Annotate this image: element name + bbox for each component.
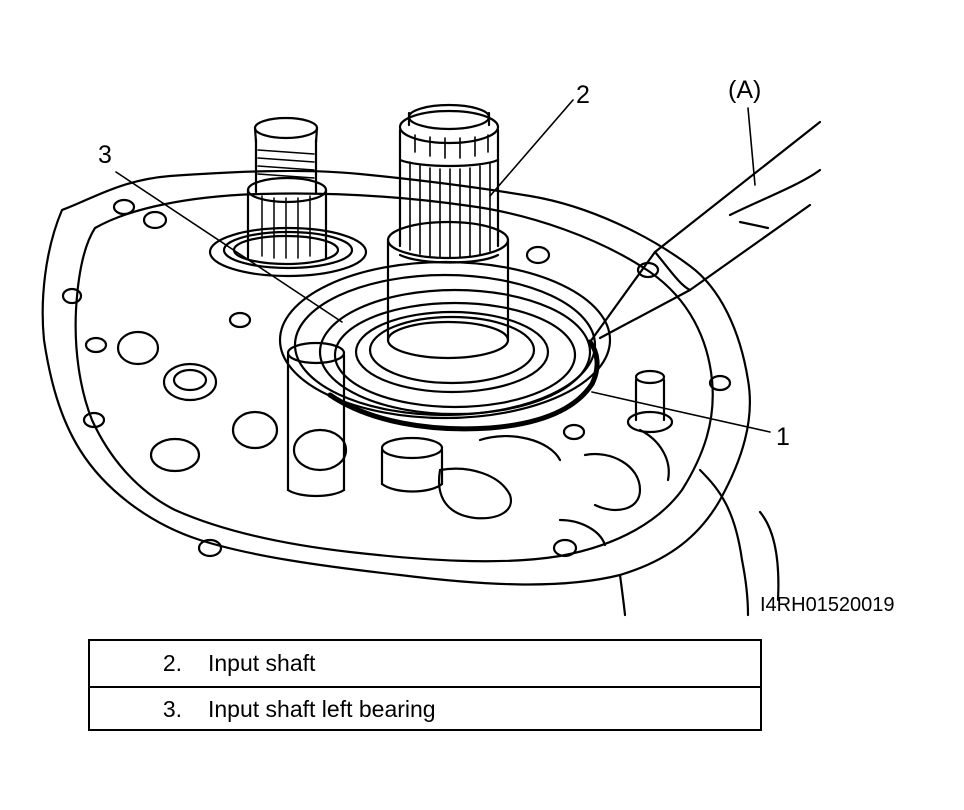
counter-shaft [208, 116, 368, 278]
legend-row: 3. Input shaft left bearing [90, 686, 760, 731]
case-flange-outline [41, 169, 751, 586]
callout-2: 2 [576, 81, 590, 109]
dowel-pins [286, 341, 674, 498]
legend-table: 2. Input shaft 3. Input shaft left beari… [88, 639, 762, 731]
case-inner-contour [74, 192, 714, 563]
callout-a: (A) [728, 76, 761, 104]
callout-1: 1 [776, 423, 790, 451]
tool-a [588, 120, 822, 344]
casting-pockets [116, 330, 670, 547]
legend-number: 2. [162, 650, 182, 676]
legend-text: Input shaft left bearing [208, 696, 436, 722]
case-body-lower [698, 468, 750, 617]
transmission-case-illustration: 2 3 (A) 1 I4RH01520019 [41, 76, 895, 617]
callout-3: 3 [98, 141, 112, 169]
input-shaft-main [386, 103, 510, 360]
legend-number: 3. [162, 696, 182, 722]
legend-text: Input shaft [208, 650, 316, 676]
leader-lines [115, 99, 771, 433]
shim [327, 339, 600, 432]
legend-row: 2. Input shaft [90, 641, 760, 686]
figure-code: I4RH01520019 [760, 594, 895, 616]
